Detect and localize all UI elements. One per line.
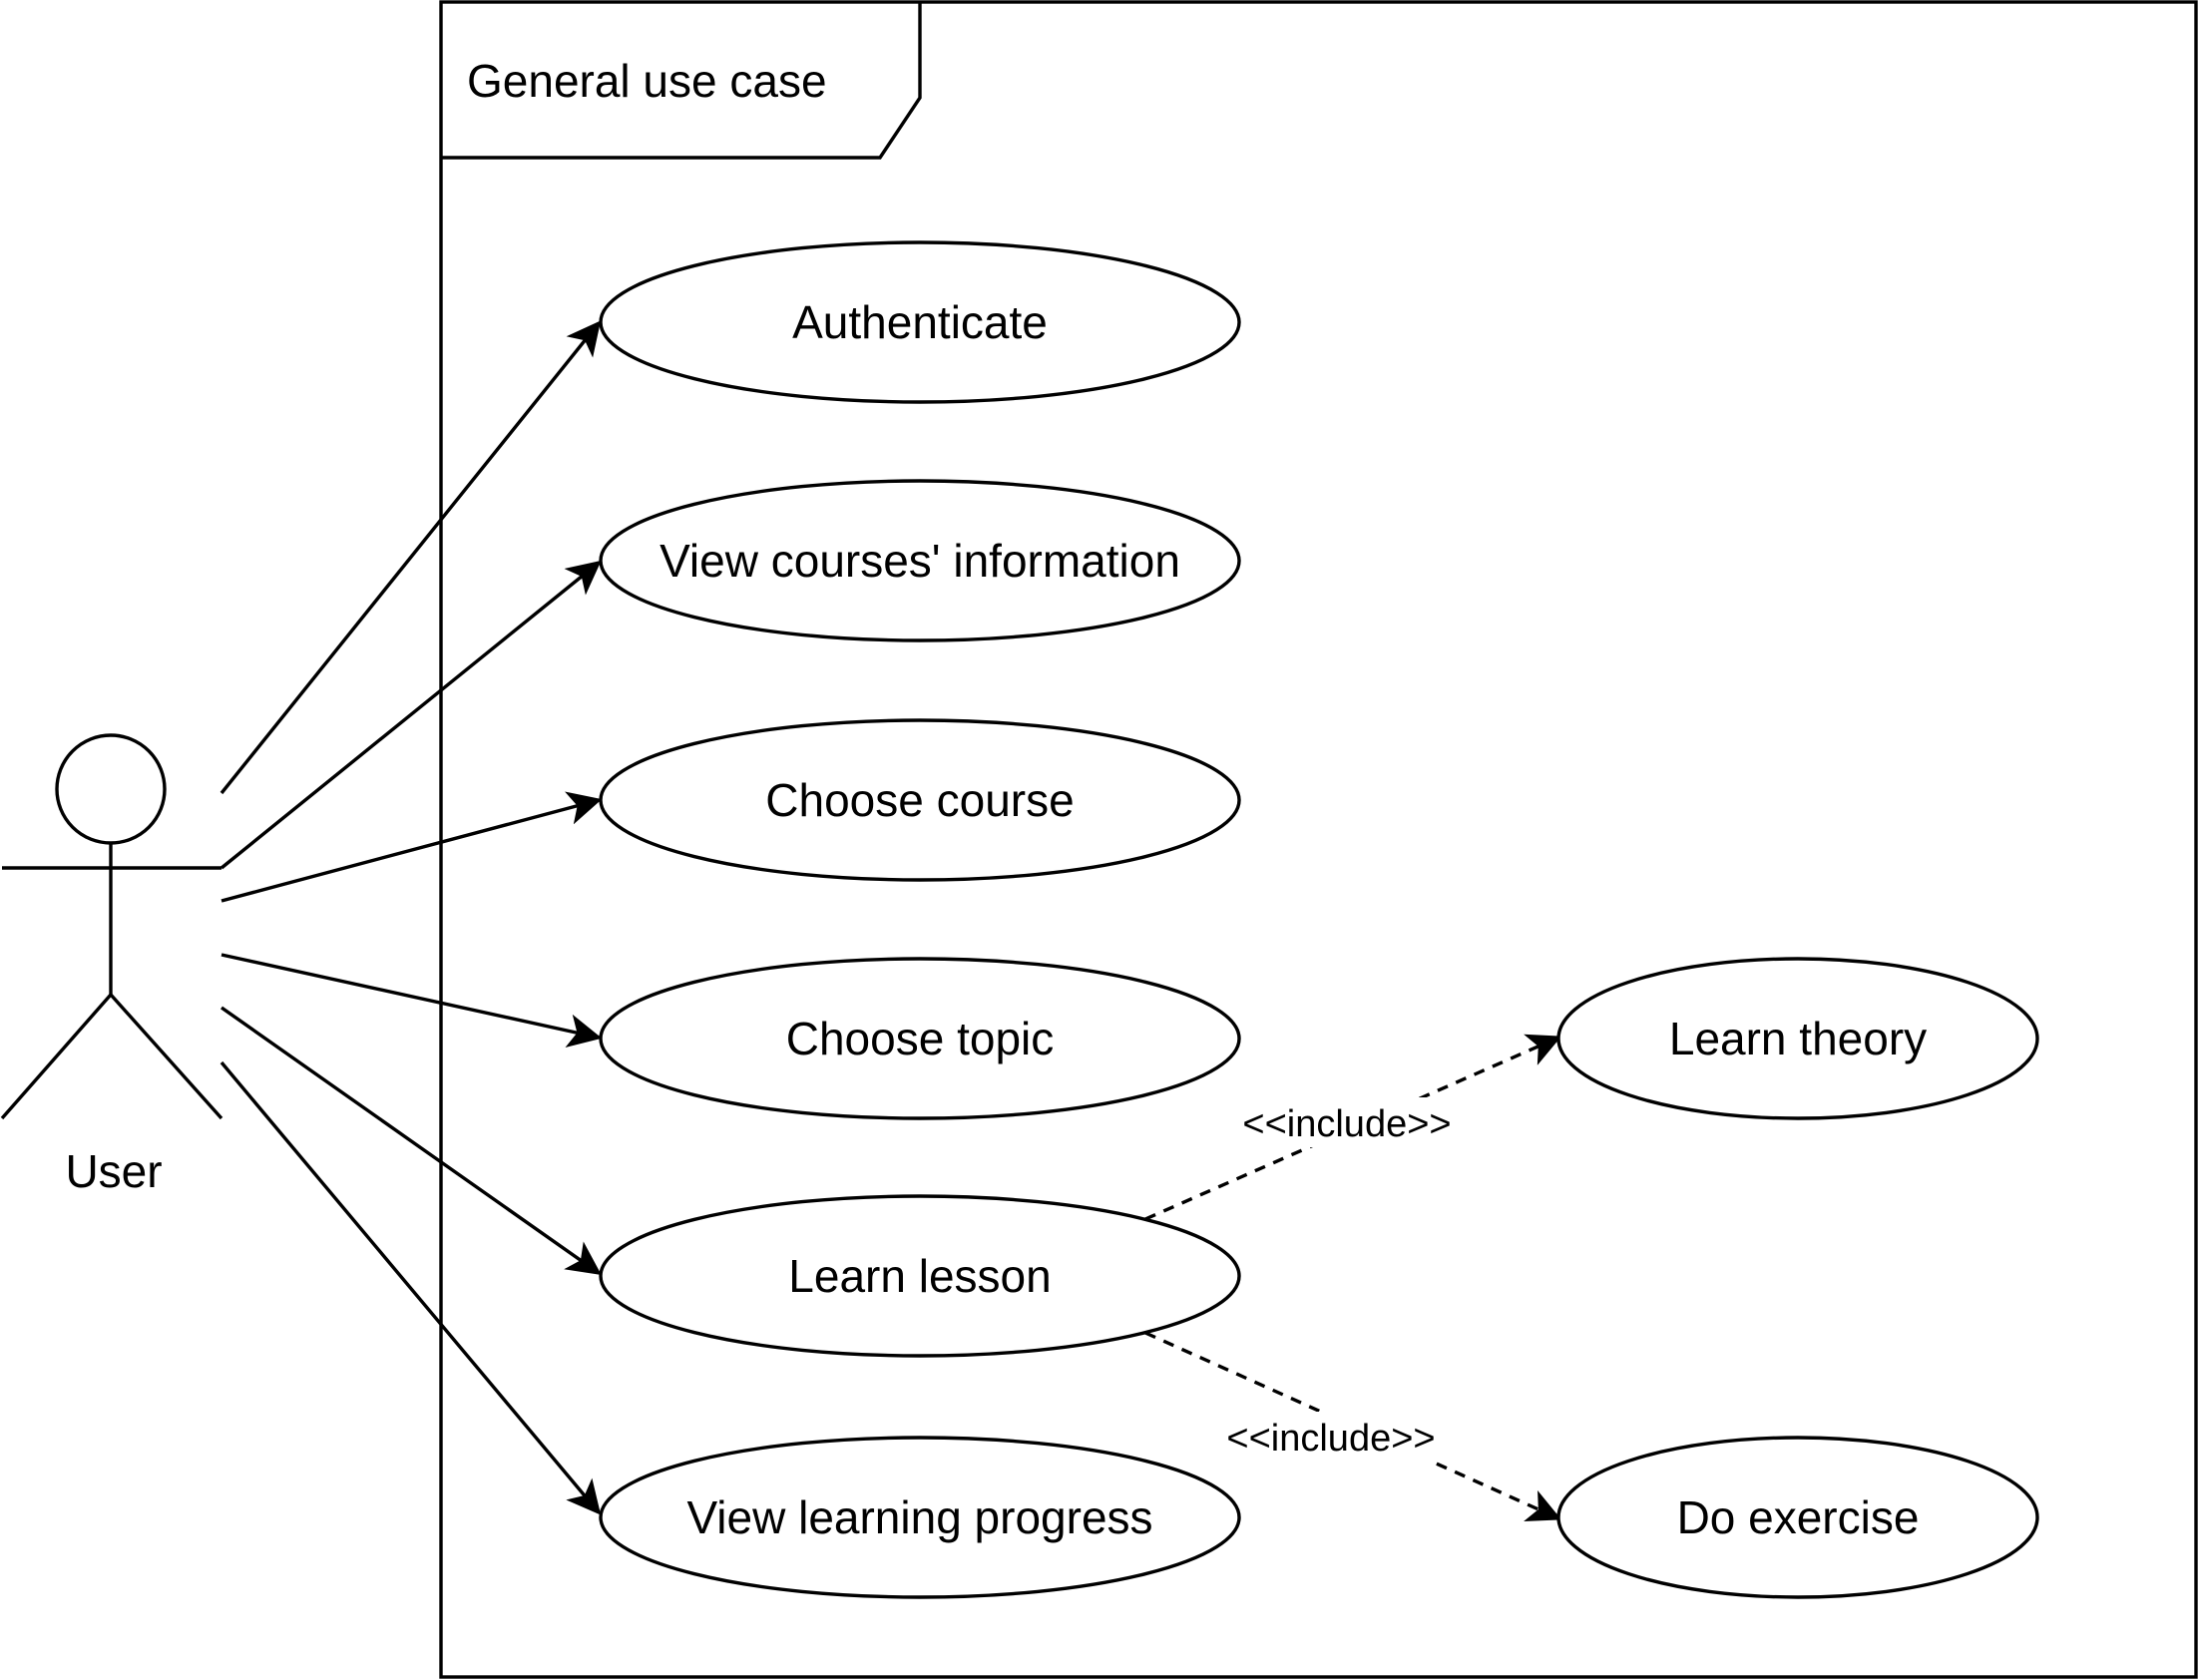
assoc-choose-course [220, 791, 603, 903]
actor-right-leg [109, 993, 223, 1120]
assoc-view-courses [220, 560, 602, 870]
actor-label: User [65, 1145, 162, 1197]
assoc-choose-topic [220, 953, 603, 1049]
use-case-label: Choose topic [786, 1013, 1055, 1064]
use-case-authenticate[interactable]: Authenticate [599, 240, 1241, 404]
use-case-view-progress[interactable]: View learning progress [599, 1436, 1241, 1599]
use-case-choose-topic[interactable]: Choose topic [599, 957, 1241, 1120]
associations [220, 320, 603, 1515]
use-case-label: View courses' information [660, 535, 1180, 587]
use-case-label: View learning progress [686, 1491, 1152, 1543]
use-case-label: Learn lesson [788, 1250, 1051, 1302]
use-case-label: Choose course [765, 774, 1074, 826]
assoc-authenticate [220, 320, 602, 795]
frame-title: General use case [467, 55, 827, 107]
actor-user[interactable]: User [0, 733, 223, 1197]
use-case-learn-lesson[interactable]: Learn lesson [599, 1194, 1241, 1358]
use-case-label: Do exercise [1677, 1491, 1920, 1543]
actor-head [55, 733, 167, 845]
use-case-do-exercise[interactable]: Do exercise [1556, 1436, 2039, 1599]
include-label-exercise: <<include>> [1226, 1418, 1435, 1460]
include-label-theory: <<include>> [1242, 1103, 1451, 1145]
use-case-label: Authenticate [792, 296, 1048, 348]
use-case-learn-theory[interactable]: Learn theory [1556, 957, 2039, 1120]
use-case-view-courses[interactable]: View courses' information [599, 479, 1241, 642]
assoc-view-progress [220, 1060, 602, 1515]
include-relations: <<include>> <<include>> [1144, 1034, 1562, 1521]
use-case-choose-course[interactable]: Choose course [599, 718, 1241, 882]
assoc-learn-lesson [220, 1006, 602, 1275]
system-frame: General use case [439, 0, 2198, 1679]
use-case-label: Learn theory [1669, 1013, 1927, 1064]
actor-left-leg [0, 993, 113, 1120]
